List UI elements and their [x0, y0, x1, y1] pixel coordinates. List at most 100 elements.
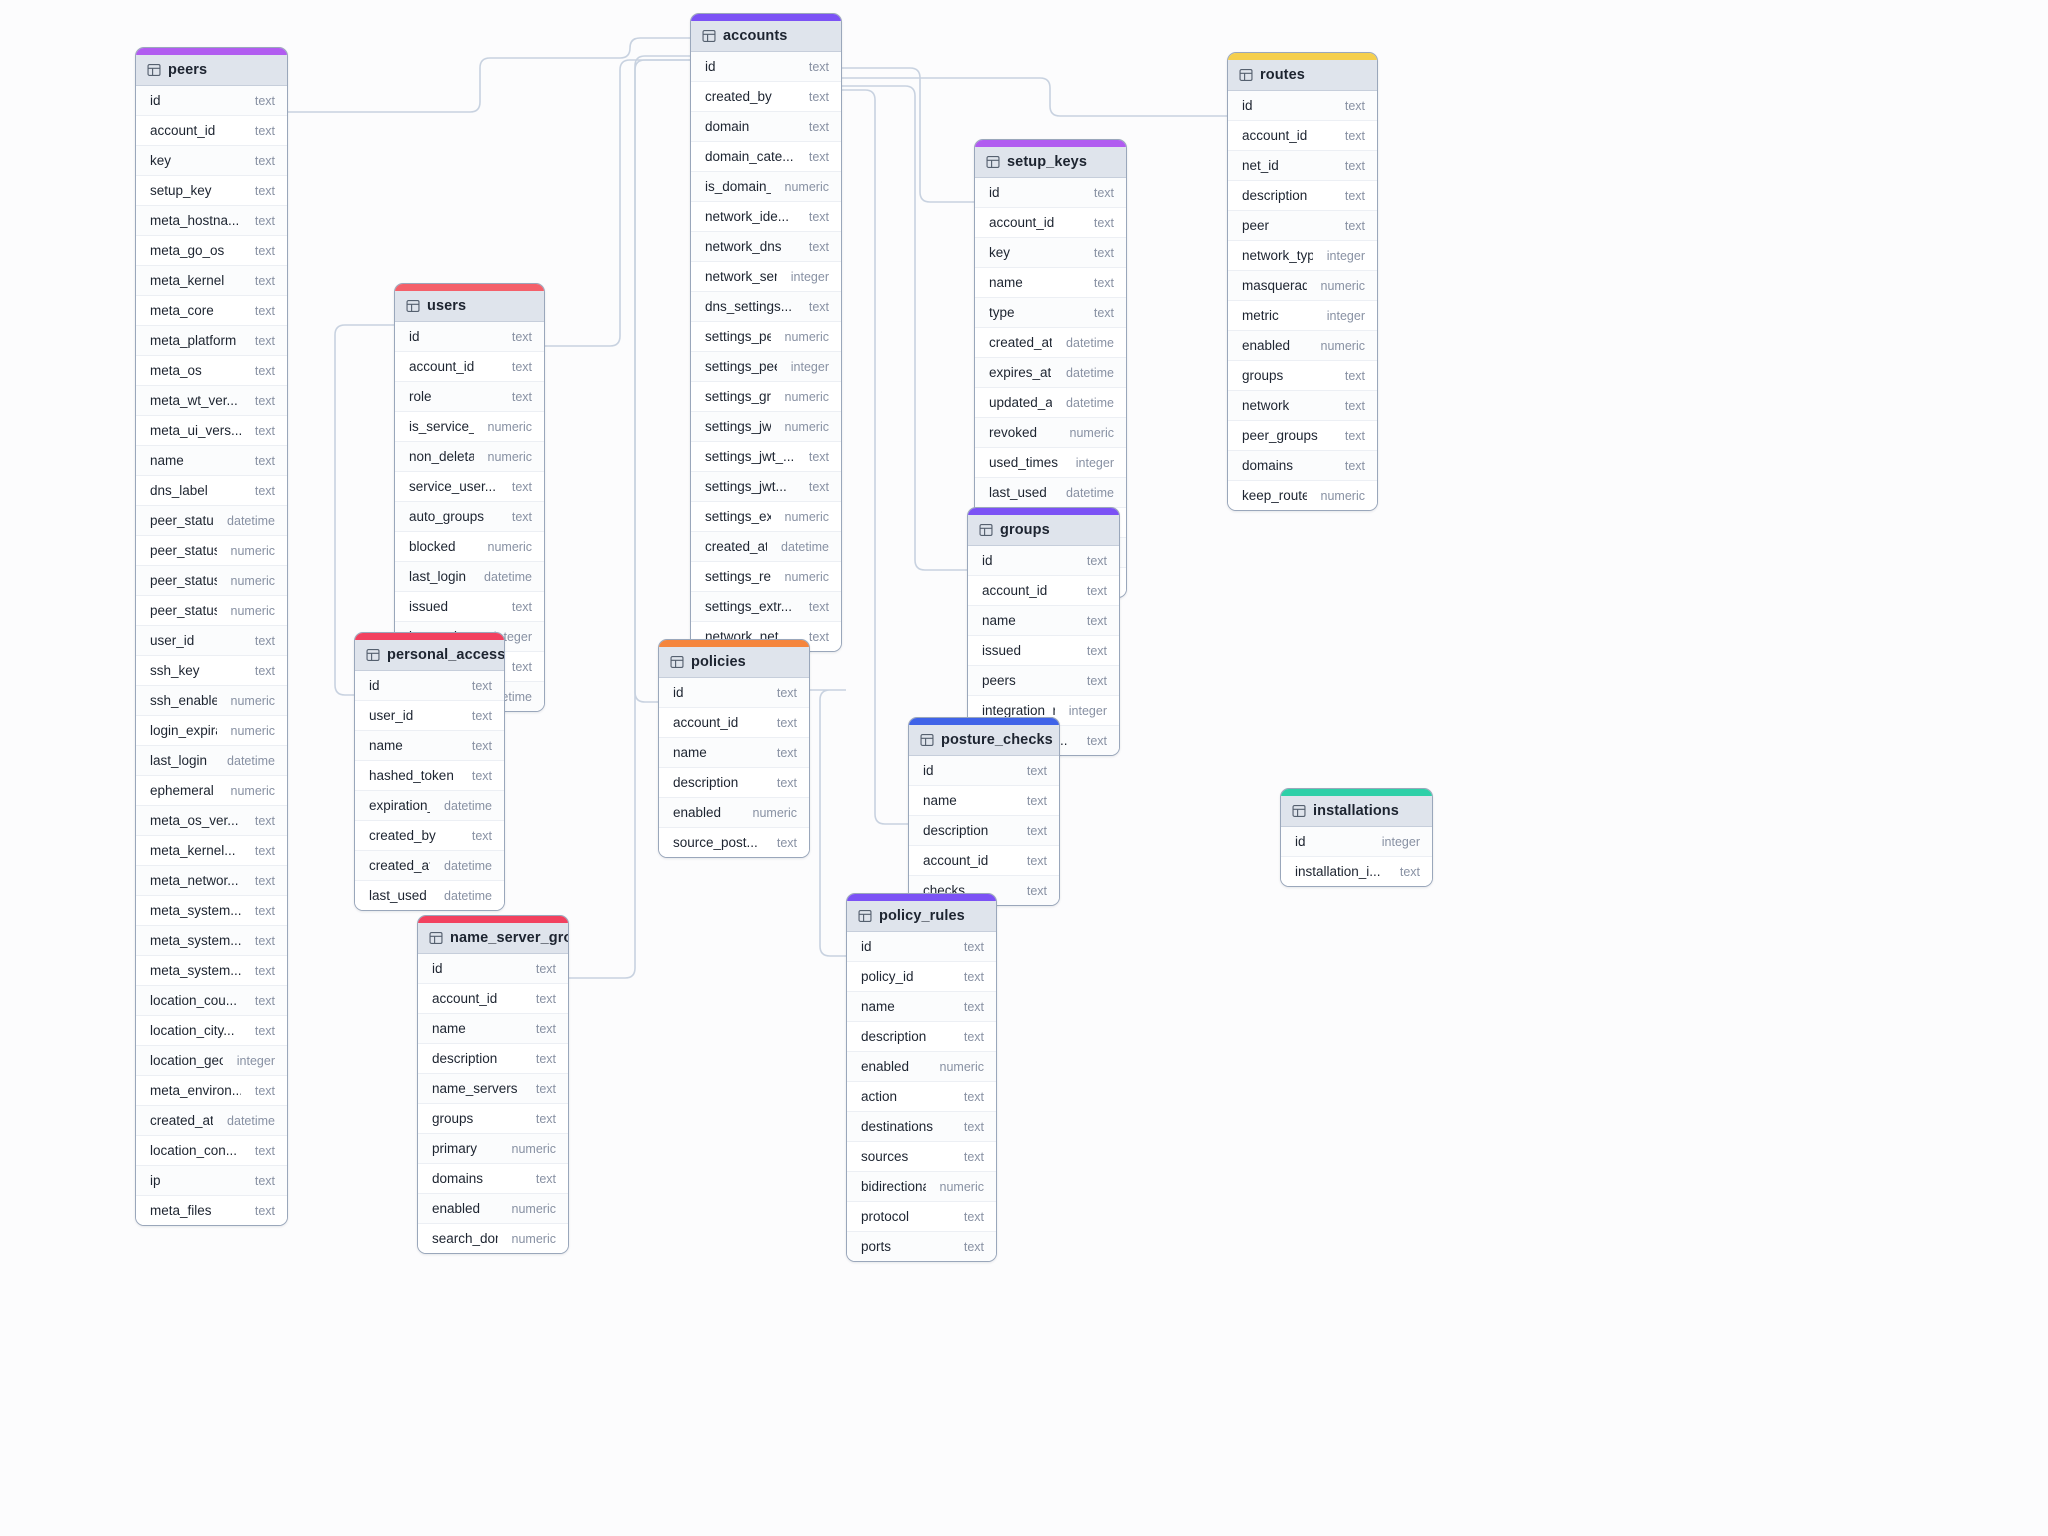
field-row[interactable]: installation_i...text	[1281, 857, 1432, 886]
field-row[interactable]: settings_extr...numeric	[691, 502, 841, 532]
field-row[interactable]: service_user...text	[395, 472, 544, 502]
field-row[interactable]: settings_jwt...text	[691, 472, 841, 502]
table-header[interactable]: setup_keys	[975, 147, 1126, 178]
field-row[interactable]: network_ide...text	[691, 202, 841, 232]
field-row[interactable]: location_geo...integer	[136, 1046, 287, 1076]
field-row[interactable]: peer_status_...numeric	[136, 536, 287, 566]
field-row[interactable]: peer_status_...numeric	[136, 596, 287, 626]
field-row[interactable]: peer_status_...datetime	[136, 506, 287, 536]
field-row[interactable]: masqueradenumeric	[1228, 271, 1377, 301]
field-row[interactable]: source_post...text	[659, 828, 809, 857]
table-header[interactable]: policy_rules	[847, 901, 996, 932]
field-row[interactable]: expiration_da...datetime	[355, 791, 504, 821]
table-header[interactable]: routes	[1228, 60, 1377, 91]
field-row[interactable]: location_cou...text	[136, 986, 287, 1016]
field-row[interactable]: settings_pee...numeric	[691, 322, 841, 352]
field-row[interactable]: domain_cate...text	[691, 142, 841, 172]
field-row[interactable]: settings_jwt_...numeric	[691, 412, 841, 442]
field-row[interactable]: meta_system...text	[136, 926, 287, 956]
field-row[interactable]: non_deletablenumeric	[395, 442, 544, 472]
field-row[interactable]: settings_reg...numeric	[691, 562, 841, 592]
field-row[interactable]: meta_kernel...text	[136, 836, 287, 866]
field-row[interactable]: is_service_us...numeric	[395, 412, 544, 442]
field-row[interactable]: settings_extr...text	[691, 592, 841, 622]
field-row[interactable]: settings_pee...integer	[691, 352, 841, 382]
field-row[interactable]: network_serialinteger	[691, 262, 841, 292]
field-row[interactable]: meta_networ...text	[136, 866, 287, 896]
table-card-personal_access_tokens[interactable]: personal_access_tokens idtextuser_idtext…	[354, 632, 505, 911]
field-row[interactable]: meta_ui_vers...text	[136, 416, 287, 446]
field-row[interactable]: search_doma...numeric	[418, 1224, 568, 1253]
table-header[interactable]: name_server_groups	[418, 923, 568, 954]
table-card-name_server_groups[interactable]: name_server_groups idtextaccount_idtextn…	[417, 915, 569, 1254]
field-row[interactable]: peer_status_...numeric	[136, 566, 287, 596]
field-row[interactable]: meta_os_ver...text	[136, 806, 287, 836]
field-row[interactable]: login_expirati...numeric	[136, 716, 287, 746]
